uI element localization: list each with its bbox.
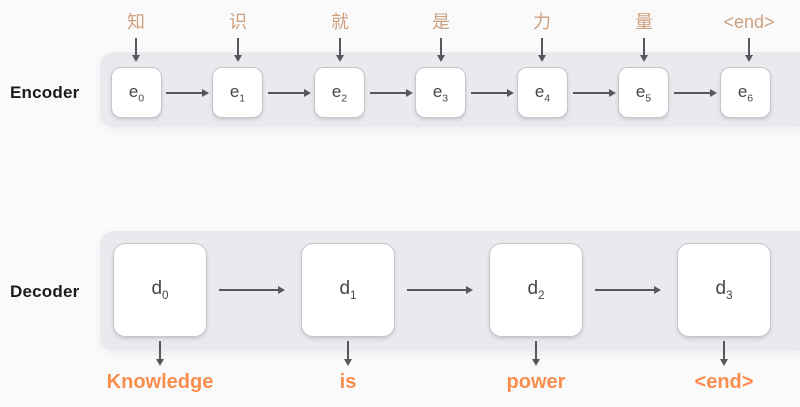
- arrow-right-icon: [674, 88, 717, 97]
- decoder-unit: d3: [677, 243, 771, 337]
- arrow-down-icon: [233, 38, 242, 62]
- arrow-down-icon: [537, 38, 546, 62]
- arrow-right-icon: [407, 285, 473, 294]
- decoder-output-token: power: [506, 371, 566, 393]
- unit-base: d: [715, 278, 727, 300]
- decoder-unit: d2: [489, 243, 583, 337]
- unit-label: d1: [339, 278, 356, 302]
- arrow-down-icon: [436, 38, 445, 62]
- unit-base: e: [331, 81, 342, 101]
- unit-label: e0: [129, 82, 144, 104]
- unit-label: d0: [151, 278, 168, 302]
- unit-label: e2: [332, 82, 347, 104]
- unit-subscript: 0: [138, 91, 145, 104]
- encoder-unit: e3: [415, 67, 466, 118]
- unit-base: e: [737, 81, 748, 101]
- unit-base: d: [527, 278, 539, 300]
- unit-label: d3: [715, 278, 732, 302]
- encoder-unit: e1: [212, 67, 263, 118]
- arrow-right-icon: [595, 285, 661, 294]
- arrow-down-icon: [744, 38, 753, 62]
- encoder-unit: e0: [111, 67, 162, 118]
- encoder-input-token: 识: [229, 12, 247, 32]
- unit-subscript: 2: [341, 91, 348, 104]
- arrow-down-icon: [131, 38, 140, 62]
- encoder-label: Encoder: [10, 83, 80, 102]
- unit-base: e: [229, 81, 240, 101]
- unit-label: d2: [527, 278, 544, 302]
- arrow-down-icon: [531, 341, 540, 366]
- encoder-input-token: <end>: [723, 12, 775, 32]
- unit-base: d: [151, 278, 163, 300]
- encoder-unit: e2: [314, 67, 365, 118]
- unit-subscript: 1: [239, 91, 246, 104]
- decoder-label: Decoder: [10, 282, 80, 301]
- arrow-right-icon: [219, 285, 285, 294]
- unit-base: e: [534, 81, 545, 101]
- unit-base: e: [635, 81, 646, 101]
- arrow-right-icon: [471, 88, 514, 97]
- unit-label: e4: [535, 82, 550, 104]
- unit-base: e: [432, 81, 443, 101]
- unit-subscript: 3: [442, 91, 449, 104]
- encoder-input-token: 是: [432, 12, 450, 32]
- unit-subscript: 4: [544, 91, 551, 104]
- arrow-down-icon: [335, 38, 344, 62]
- unit-subscript: 3: [726, 289, 733, 302]
- encoder-unit: e4: [517, 67, 568, 118]
- arrow-right-icon: [166, 88, 209, 97]
- arrow-right-icon: [268, 88, 311, 97]
- unit-subscript: 0: [162, 289, 169, 302]
- encoder-input-token: 量: [635, 12, 653, 32]
- unit-label: e3: [433, 82, 448, 104]
- unit-subscript: 1: [350, 289, 357, 302]
- arrow-right-icon: [573, 88, 616, 97]
- decoder-unit: d0: [113, 243, 207, 337]
- encoder-input-token: 力: [533, 12, 551, 32]
- encoder-input-token: 知: [127, 12, 145, 32]
- encoder-input-token: 就: [331, 12, 349, 32]
- encoder-unit: e5: [618, 67, 669, 118]
- decoder-output-token: is: [339, 371, 357, 393]
- unit-base: e: [128, 81, 139, 101]
- unit-subscript: 5: [645, 91, 652, 104]
- unit-subscript: 2: [538, 289, 545, 302]
- decoder-output-token: <end>: [694, 371, 754, 393]
- unit-label: e1: [230, 82, 245, 104]
- unit-label: e5: [636, 82, 651, 104]
- arrow-down-icon: [639, 38, 648, 62]
- unit-subscript: 6: [747, 91, 754, 104]
- unit-label: e6: [738, 82, 753, 104]
- unit-base: d: [339, 278, 351, 300]
- arrow-down-icon: [719, 341, 728, 366]
- arrow-down-icon: [155, 341, 164, 366]
- encoder-unit: e6: [720, 67, 771, 118]
- decoder-unit: d1: [301, 243, 395, 337]
- arrow-down-icon: [343, 341, 352, 366]
- decoder-output-token: Knowledge: [106, 371, 214, 393]
- arrow-right-icon: [370, 88, 413, 97]
